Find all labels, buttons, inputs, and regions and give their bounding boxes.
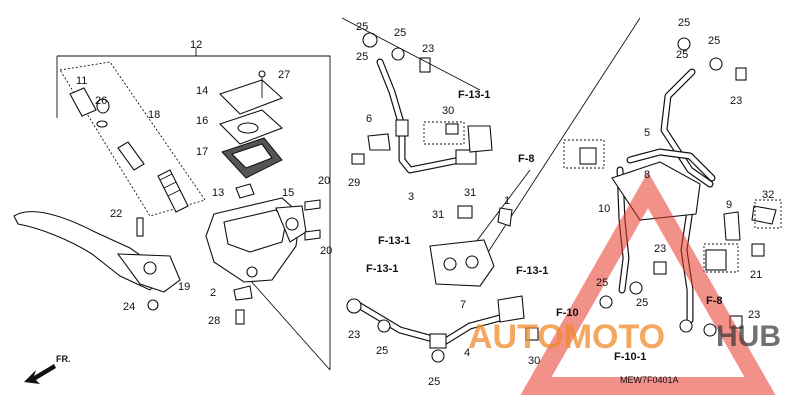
label-4: 4 <box>464 347 470 359</box>
front-indicator: FR. <box>56 354 71 364</box>
reservoir-cap <box>218 70 284 115</box>
label-31-a: 31 <box>464 187 476 199</box>
label-22: 22 <box>110 208 122 220</box>
label-23-e: 23 <box>748 309 760 321</box>
ref-f-10-1: F-10-1 <box>614 351 646 363</box>
label-1: 1 <box>504 195 510 207</box>
hose-5 <box>579 37 777 337</box>
label-15: 15 <box>282 187 294 199</box>
label-10: 10 <box>598 203 610 215</box>
ref-f-13-1-b: F-13-1 <box>366 263 398 275</box>
label-30-a: 30 <box>442 105 454 117</box>
leader-top-left <box>341 17 481 91</box>
label-26: 26 <box>95 95 107 107</box>
diaphragm <box>221 137 283 179</box>
brake-lever <box>13 211 181 293</box>
label-8: 8 <box>644 169 650 181</box>
label-30-b: 30 <box>528 355 540 367</box>
label-6: 6 <box>366 113 372 125</box>
label-19: 19 <box>178 281 190 293</box>
piston-kit-box <box>59 61 206 217</box>
master-cylinder-fasteners <box>136 183 321 325</box>
front-arrow-icon: FR. <box>24 354 71 384</box>
ref-f-8-right: F-8 <box>706 295 723 307</box>
piston-kit-parts <box>69 87 189 213</box>
label-25-i: 25 <box>596 277 608 289</box>
label-25-d: 25 <box>376 345 388 357</box>
leader-top-right <box>469 17 641 281</box>
label-23-b: 23 <box>348 329 360 341</box>
label-21: 21 <box>750 269 762 281</box>
part-labels: 12 11 26 18 14 16 17 27 13 15 20 20 22 1… <box>76 17 774 388</box>
reference-labels: F-13-1 F-8 F-13-1 F-13-1 F-13-1 F-10 F-1… <box>366 89 723 363</box>
ref-f-10: F-10 <box>556 307 579 319</box>
hose-3 <box>351 32 493 174</box>
label-25-a: 25 <box>356 21 368 33</box>
label-11: 11 <box>76 75 87 87</box>
label-23-a: 23 <box>422 43 434 55</box>
label-17: 17 <box>196 146 208 158</box>
diagram-code: MEW7F0401A <box>620 375 679 385</box>
label-25-c: 25 <box>356 51 368 63</box>
watermark-text-left: AUTOMOTO <box>468 318 665 356</box>
label-14: 14 <box>196 85 208 97</box>
label-31-b: 31 <box>432 209 444 221</box>
label-25-e: 25 <box>428 376 440 388</box>
ref-f-13-1-c: F-13-1 <box>516 265 548 277</box>
label-7: 7 <box>460 299 466 311</box>
plate <box>218 109 284 145</box>
label-23-d: 23 <box>654 243 666 255</box>
label-32: 32 <box>762 189 774 201</box>
label-25-b: 25 <box>394 27 406 39</box>
label-25-h: 25 <box>676 49 688 61</box>
hose-4 <box>346 295 539 363</box>
label-25-g: 25 <box>708 35 720 47</box>
label-24: 24 <box>123 301 135 313</box>
ref-f-13-1-top: F-13-1 <box>458 89 490 101</box>
label-27: 27 <box>278 69 290 81</box>
watermark-text-right: HUB <box>716 320 781 353</box>
label-25-j: 25 <box>636 297 648 309</box>
ref-f-13-1-a: F-13-1 <box>378 235 410 247</box>
label-20-b: 20 <box>320 245 332 257</box>
label-28: 28 <box>208 315 220 327</box>
label-3: 3 <box>408 191 414 203</box>
label-18: 18 <box>148 109 160 121</box>
dashed-ref-boxes <box>423 121 782 273</box>
label-13: 13 <box>212 187 224 199</box>
watermark: AUTOMOTO HUB <box>468 171 781 395</box>
label-12: 12 <box>190 39 202 51</box>
label-23-c: 23 <box>730 95 742 107</box>
label-16: 16 <box>196 115 208 127</box>
three-way-joint <box>429 205 513 287</box>
label-2: 2 <box>210 287 216 299</box>
label-29: 29 <box>348 177 360 189</box>
label-20-a: 20 <box>318 175 330 187</box>
label-25-f: 25 <box>678 17 690 29</box>
label-5: 5 <box>644 127 650 139</box>
master-cylinder-body <box>205 197 307 283</box>
label-9: 9 <box>726 199 732 211</box>
ref-f-8-left: F-8 <box>518 153 535 165</box>
